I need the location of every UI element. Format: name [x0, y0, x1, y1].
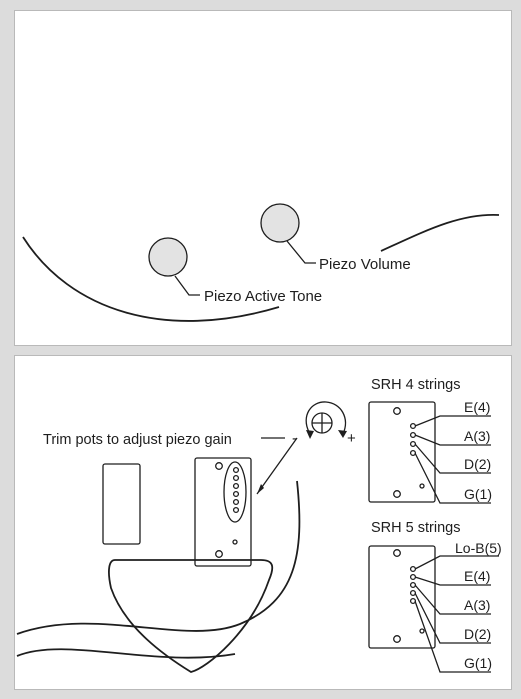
plate-screw-bottom — [215, 550, 223, 558]
piezo-volume-leader-line — [286, 240, 316, 264]
srh4-trim-pot[interactable] — [409, 431, 417, 439]
srh4-string-label: G(1) — [464, 486, 492, 502]
minus-sign: - — [292, 430, 297, 447]
rotate-arrow-icon — [305, 401, 347, 435]
srh5-string-label: A(3) — [464, 597, 490, 613]
srh4-leader-e4 — [414, 415, 491, 427]
trim-pot[interactable] — [232, 482, 240, 490]
srh5-trim-pot[interactable] — [409, 589, 417, 597]
srh5-string-label: E(4) — [464, 568, 490, 584]
srh4-string-label: A(3) — [464, 428, 490, 444]
plate-screw-top — [215, 462, 223, 470]
lower-body-bowl — [108, 559, 274, 673]
srh4-plate — [368, 401, 436, 503]
srh5-hole — [419, 628, 425, 634]
trim-pots-label: Trim pots to adjust piezo gain — [43, 432, 232, 448]
piezo-volume-knob[interactable] — [260, 203, 300, 243]
piezo-volume-label: Piezo Volume — [319, 256, 411, 273]
trim-pot[interactable] — [232, 498, 240, 506]
srh5-leader-g1 — [414, 600, 491, 673]
piezo-gain-panel: Trim pots to adjust piezo gain - + SRH 4… — [14, 355, 512, 690]
trim-pots-highlight — [223, 461, 247, 523]
srh5-string-label: G(1) — [464, 655, 492, 671]
srh4-screw-bottom — [393, 490, 401, 498]
piezo-tone-leader-line — [174, 275, 200, 296]
srh4-screw-top — [393, 407, 401, 415]
srh5-string-label: D(2) — [464, 626, 491, 642]
srh5-trim-pot[interactable] — [409, 581, 417, 589]
control-plate — [194, 457, 252, 567]
srh5-trim-pot[interactable] — [409, 565, 417, 573]
plus-sign: + — [347, 430, 356, 447]
srh5-leader-lo-b5 — [414, 555, 499, 570]
srh4-trim-pot[interactable] — [409, 440, 417, 448]
srh4-string-label: E(4) — [464, 399, 490, 415]
guitar-body-top-diagram: Piezo Volume Piezo Active Tone — [22, 203, 500, 322]
trim-pot[interactable] — [232, 474, 240, 482]
srh5-screw-bottom — [393, 635, 401, 643]
pickup — [102, 463, 141, 545]
srh4-leader-d2 — [414, 443, 491, 474]
srh4-string-label: D(2) — [464, 456, 491, 472]
srh4-trim-pot[interactable] — [409, 422, 417, 430]
guitar-body-bottom-diagram: Trim pots to adjust piezo gain - + SRH 4… — [16, 377, 502, 673]
body-edge-curve — [16, 480, 301, 635]
srh4-hole — [419, 483, 425, 489]
trim-pot[interactable] — [232, 490, 240, 498]
srh5-plate — [368, 545, 436, 649]
srh5-string-label: Lo-B(5) — [455, 540, 502, 556]
srh5-title: SRH 5 strings — [371, 520, 460, 536]
piezo-active-tone-label: Piezo Active Tone — [204, 288, 322, 305]
srh4-leader-a3 — [414, 434, 491, 446]
body-edge-lower-curve — [16, 648, 236, 659]
plate-hole — [232, 539, 238, 545]
srh5-trim-pot[interactable] — [409, 597, 417, 605]
piezo-active-tone-knob[interactable] — [148, 237, 188, 277]
trim-pots-arrow-line — [256, 437, 298, 495]
srh4-leader-g1 — [414, 452, 491, 504]
srh5-leader-d2 — [414, 592, 491, 644]
srh4-trim-pot[interactable] — [409, 449, 417, 457]
rotate-arrow-head-left — [306, 430, 314, 439]
srh5-leader-e4 — [414, 576, 491, 586]
trim-pot[interactable] — [232, 506, 240, 514]
srh5-trim-pot[interactable] — [409, 573, 417, 581]
rotate-arrow-head-right — [338, 430, 347, 438]
piezo-controls-panel: Piezo Volume Piezo Active Tone — [14, 10, 512, 346]
body-edge-lower-curve — [22, 236, 280, 322]
srh5-leader-a3 — [414, 584, 491, 615]
trim-pot[interactable] — [232, 466, 240, 474]
body-edge-upper-curve — [380, 214, 500, 252]
trim-pots-arrow-head — [257, 484, 264, 494]
srh4-title: SRH 4 strings — [371, 377, 460, 393]
srh5-screw-top — [393, 549, 401, 557]
